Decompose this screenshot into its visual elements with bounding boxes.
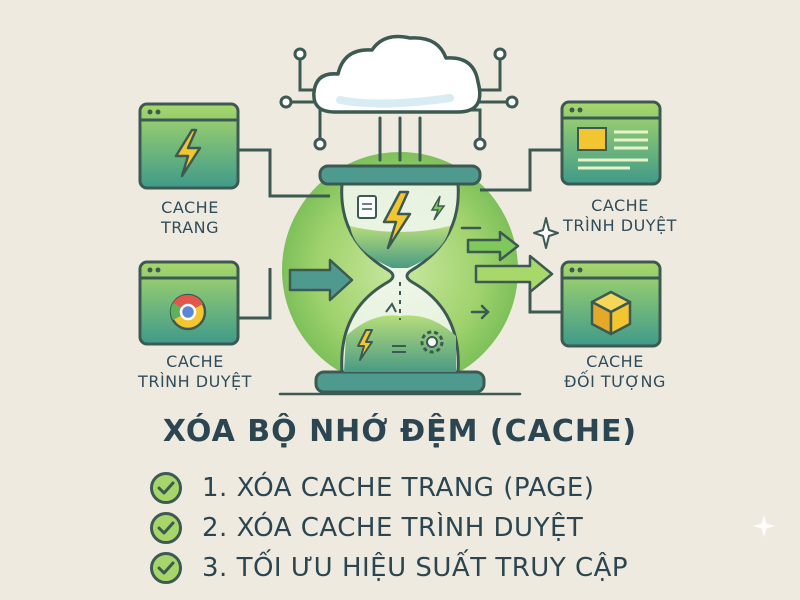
lightning-icon [174, 128, 202, 178]
label-browser-cache-right: CACHE TRÌNH DUYỆT [563, 196, 677, 235]
browser-cache-window-left [138, 260, 240, 346]
browser-icon [169, 293, 207, 331]
arrows-right [466, 230, 554, 294]
sparkle-icon [753, 515, 775, 537]
step-item-2: 2. XÓA CACHE TRÌNH DUYỆT [150, 508, 583, 548]
cube-icon [590, 290, 632, 336]
label-object-cache: CACHE ĐỐI TƯỢNG [564, 352, 666, 391]
sparkle-small-icon [533, 217, 559, 249]
arrows-left [288, 258, 354, 302]
browser-cache-window-right [560, 100, 662, 186]
step-text: 3. TỐI ƯU HIỆU SUẤT TRUY CẬP [202, 553, 629, 583]
page-title: XÓA BỘ NHỚ ĐỆM (CACHE) [162, 414, 638, 449]
cache-diagram [138, 34, 662, 396]
check-icon [150, 552, 182, 584]
step-item-3: 3. TỐI ƯU HIỆU SUẤT TRUY CẬP [150, 548, 628, 588]
hourglass-icon [314, 164, 486, 394]
page-cache-window [138, 102, 240, 190]
cloud-icon [312, 34, 482, 114]
step-item-1: 1. XÓA CACHE TRANG (PAGE) [150, 468, 594, 508]
check-icon [150, 512, 182, 544]
check-icon [150, 472, 182, 504]
step-text: 2. XÓA CACHE TRÌNH DUYỆT [202, 513, 584, 543]
label-browser-cache-left: CACHE TRÌNH DUYỆT [138, 352, 252, 391]
step-text: 1. XÓA CACHE TRANG (PAGE) [202, 473, 595, 503]
lightning-icon [357, 329, 373, 361]
label-page-cache: CACHE TRANG [160, 198, 220, 237]
gear-icon [420, 330, 444, 354]
object-cache-window [560, 260, 662, 348]
circuit-nodes [279, 47, 519, 151]
speed-lines [460, 226, 490, 320]
lightning-icon [382, 190, 412, 250]
